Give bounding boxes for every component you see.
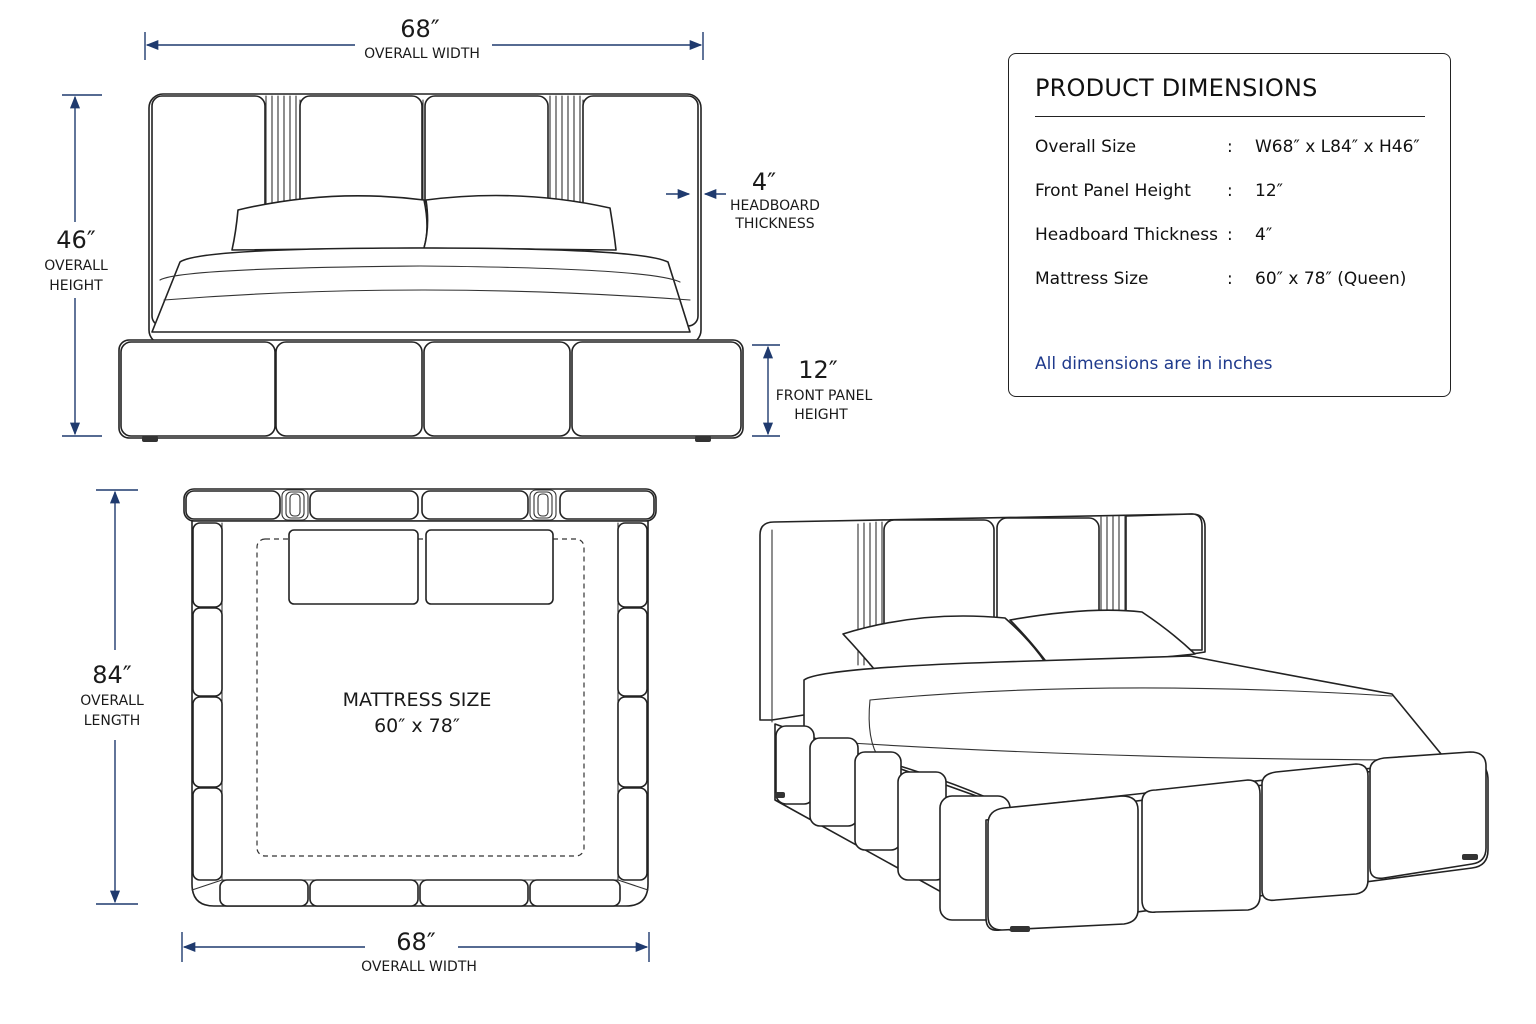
top-width-value: 68″ <box>396 928 436 956</box>
spec-row-overall-size: Overall Size : W68″ x L84″ x H46″ <box>1035 137 1424 181</box>
units-note: All dimensions are in inches <box>1035 354 1273 374</box>
product-dimensions-panel: PRODUCT DIMENSIONS Overall Size : W68″ x… <box>1008 53 1451 397</box>
front-height-value: 46″ <box>56 226 96 254</box>
mattress-outline <box>256 538 585 857</box>
pleat-left <box>265 95 297 206</box>
spec-colon: : <box>1227 225 1233 245</box>
top-view-bed: MATTRESS SIZE 60″ x 78″ <box>183 488 657 907</box>
spec-colon: : <box>1227 181 1233 201</box>
front-panel-height-label-1: FRONT PANEL <box>776 388 873 404</box>
spec-label: Headboard Thickness <box>1035 225 1218 245</box>
mattress-size-value: 60″ x 78″ <box>374 715 460 737</box>
front-panel-height-label-2: HEIGHT <box>794 407 848 423</box>
panel-divider <box>1035 116 1425 117</box>
front-height-dimension: 46″ OVERALL HEIGHT <box>44 94 108 437</box>
spec-label: Front Panel Height <box>1035 181 1191 201</box>
spec-label: Mattress Size <box>1035 269 1149 289</box>
front-panel-height-dimension: 12″ FRONT PANEL HEIGHT <box>752 344 873 437</box>
top-length-label-1: OVERALL <box>80 693 144 709</box>
headboard-thickness-label-1: HEADBOARD <box>730 198 820 214</box>
spec-colon: : <box>1227 269 1233 289</box>
top-length-dimension: 84″ OVERALL LENGTH <box>80 489 144 905</box>
top-width-label: OVERALL WIDTH <box>361 959 477 975</box>
front-panel-height-value: 12″ <box>798 356 838 384</box>
headboard-thickness-label-2: THICKNESS <box>734 216 814 232</box>
front-width-label: OVERALL WIDTH <box>364 46 480 62</box>
spec-row-mattress-size: Mattress Size : 60″ x 78″ (Queen) <box>1035 269 1424 313</box>
front-height-label-2: HEIGHT <box>49 278 103 294</box>
top-pleat-left <box>281 489 309 521</box>
top-length-label-2: LENGTH <box>84 713 141 729</box>
front-width-dimension: 68″ OVERALL WIDTH <box>144 15 704 62</box>
spec-label: Overall Size <box>1035 137 1137 157</box>
spec-value: 60″ x 78″ (Queen) <box>1255 269 1407 289</box>
headboard-thickness-dimension: 4″ HEADBOARD THICKNESS <box>666 168 820 232</box>
spec-colon: : <box>1227 137 1233 157</box>
panel-title: PRODUCT DIMENSIONS <box>1035 74 1318 102</box>
spec-value: 12″ <box>1255 181 1283 201</box>
spec-value: W68″ x L84″ x H46″ <box>1255 137 1420 157</box>
spec-row-front-panel-height: Front Panel Height : 12″ <box>1035 181 1424 225</box>
top-pleat-right <box>529 489 557 521</box>
perspective-view-bed <box>759 513 1489 932</box>
top-length-value: 84″ <box>92 661 132 689</box>
front-width-value: 68″ <box>400 15 440 43</box>
headboard-thickness-value: 4″ <box>752 168 776 196</box>
spec-value: 4″ <box>1255 225 1273 245</box>
top-width-dimension: 68″ OVERALL WIDTH <box>181 928 650 975</box>
spec-row-headboard-thickness: Headboard Thickness : 4″ <box>1035 225 1424 269</box>
front-height-label-1: OVERALL <box>44 258 108 274</box>
front-view-bed <box>118 93 744 442</box>
mattress-size-label: MATTRESS SIZE <box>343 689 492 711</box>
pleat-right <box>549 95 581 206</box>
